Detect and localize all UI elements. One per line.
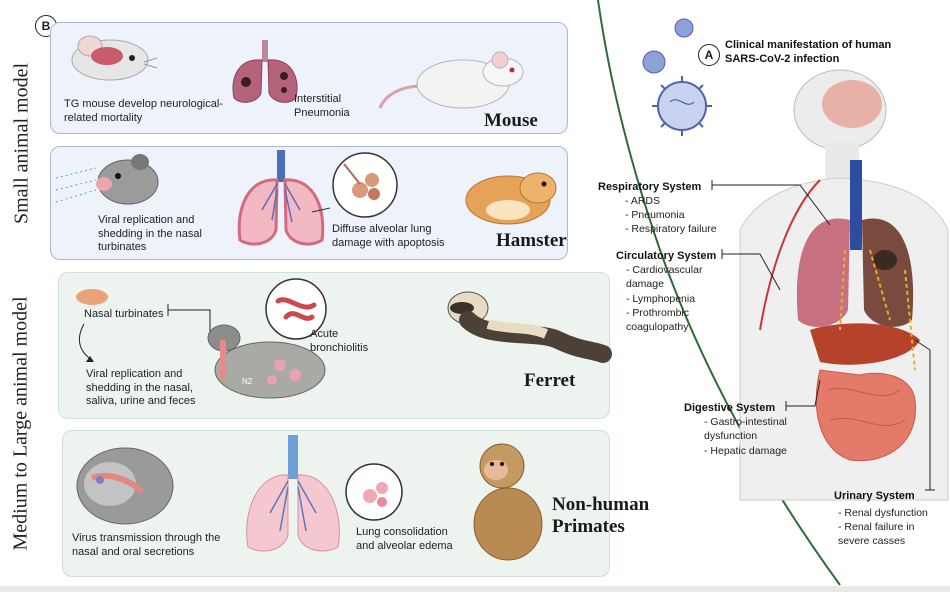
circulatory-title: Circulatory System xyxy=(616,250,717,262)
ferret-turbinates-caption: Nasal turbinates xyxy=(84,308,164,320)
hamster-nasal-caption: Viral replication and shedding in the na… xyxy=(98,214,202,253)
digestive-title: Digestive System xyxy=(684,402,776,414)
primate-lung-icon xyxy=(246,435,340,552)
respiratory-title: Respiratory System xyxy=(598,181,702,193)
respiratory-item-2: - Pneumonia xyxy=(625,209,685,221)
primate-nasal-caption: Virus transmission through the nasal and… xyxy=(72,532,221,558)
mouse-lung-icon xyxy=(232,40,298,103)
mouse-head-icon xyxy=(71,35,158,81)
digestive-item-2: - Hepatic damage xyxy=(704,445,787,457)
primate-alveoli-inset xyxy=(345,463,403,521)
ferret-arrows xyxy=(78,304,211,362)
hamster-lung-icon xyxy=(237,150,325,246)
ferret-name: Ferret xyxy=(524,370,576,391)
ferret-bronch-caption: Acute bronchiolitis xyxy=(310,328,369,354)
hamster-name: Hamster xyxy=(496,230,567,251)
footer-bar xyxy=(0,586,950,592)
primate-illustration xyxy=(473,443,543,561)
primate-lung-caption: Lung consolidation and alveolar edema xyxy=(356,526,453,552)
virus-icons xyxy=(642,18,712,136)
ferret-bronchiole-inset xyxy=(265,278,327,340)
mouse-name: Mouse xyxy=(484,110,538,131)
circulatory-item-2: - Lymphopenia xyxy=(626,293,696,305)
hamster-alveoli-inset xyxy=(311,152,398,218)
mouse-illustration xyxy=(378,51,524,109)
human-title: Clinical manifestation of human SARS-CoV… xyxy=(725,39,892,65)
hamster-lung-caption: Diffuse alveolar lung damage with apopto… xyxy=(332,223,445,249)
digestive-item-1: - Gastro-intestinal dysfunction xyxy=(704,416,787,442)
mouse-lung-caption: Interstitial Pneumonia xyxy=(294,93,350,119)
ferret-panel xyxy=(58,272,610,419)
urinary-item-1: - Renal dysfunction xyxy=(838,507,928,519)
circulatory-item-3: - Prothrombic coagulopathy xyxy=(626,307,690,333)
respiratory-item-3: - Respiratory failure xyxy=(625,223,717,235)
ferret-shed-caption: Viral replication and shedding in the na… xyxy=(86,368,196,407)
primate-head-icon xyxy=(76,447,174,525)
ferret-body-icon xyxy=(207,324,326,399)
panel-a-badge: A xyxy=(698,44,720,66)
human-body-illustration xyxy=(739,69,949,501)
urinary-item-2: - Renal failure in severe casses xyxy=(838,521,915,547)
ferret-illustration xyxy=(447,291,612,363)
primate-name: Non-human Primates xyxy=(552,494,650,537)
hamster-illustration xyxy=(465,172,557,225)
ferret-turbinate-icon xyxy=(76,289,108,305)
mouse-neuro-caption: TG mouse develop neurological-related mo… xyxy=(64,98,223,124)
hamster-head-icon xyxy=(55,154,159,205)
circulatory-item-1: - Cardiovascular damage xyxy=(626,264,703,290)
ferret-n2-label: N2 xyxy=(242,377,253,386)
urinary-title: Urinary System xyxy=(834,490,915,502)
respiratory-item-1: - ARDS xyxy=(625,195,661,207)
